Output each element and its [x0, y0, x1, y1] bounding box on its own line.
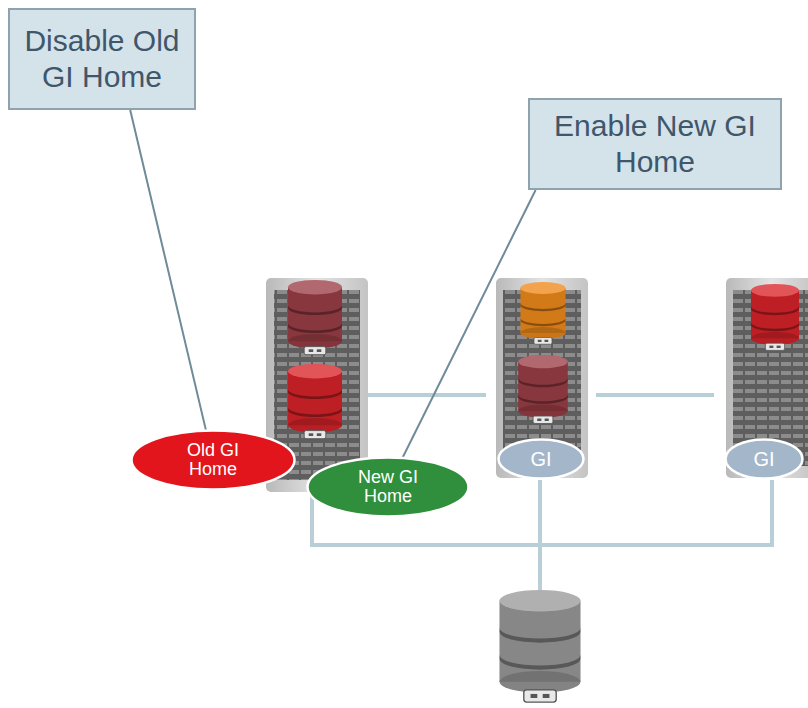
callout-box: Disable Old GI Home [8, 8, 196, 110]
gi-home-oval: New GI Home [306, 456, 470, 518]
oval-label: New GI Home [352, 468, 424, 506]
oval-shape [308, 458, 469, 517]
gi-home-oval: Old GI Home [130, 429, 296, 491]
oval-shape [726, 440, 803, 479]
callout-box: Enable New GI Home [528, 98, 782, 190]
server-tower [726, 278, 808, 478]
leader-line [403, 190, 536, 457]
callout-text: Disable Old GI Home [20, 23, 184, 95]
oval-shape [132, 431, 295, 490]
oval-label: Old GI Home [177, 441, 249, 479]
gi-home-oval: GI [724, 438, 804, 480]
oval-shape [499, 440, 584, 479]
oval-label: GI [753, 449, 774, 470]
server-tower [496, 278, 588, 478]
oval-label: GI [530, 449, 551, 470]
storage-cylinder [500, 590, 581, 702]
leader-line [130, 110, 206, 430]
gi-home-oval: GI [497, 438, 585, 480]
callout-text: Enable New GI Home [540, 108, 770, 180]
